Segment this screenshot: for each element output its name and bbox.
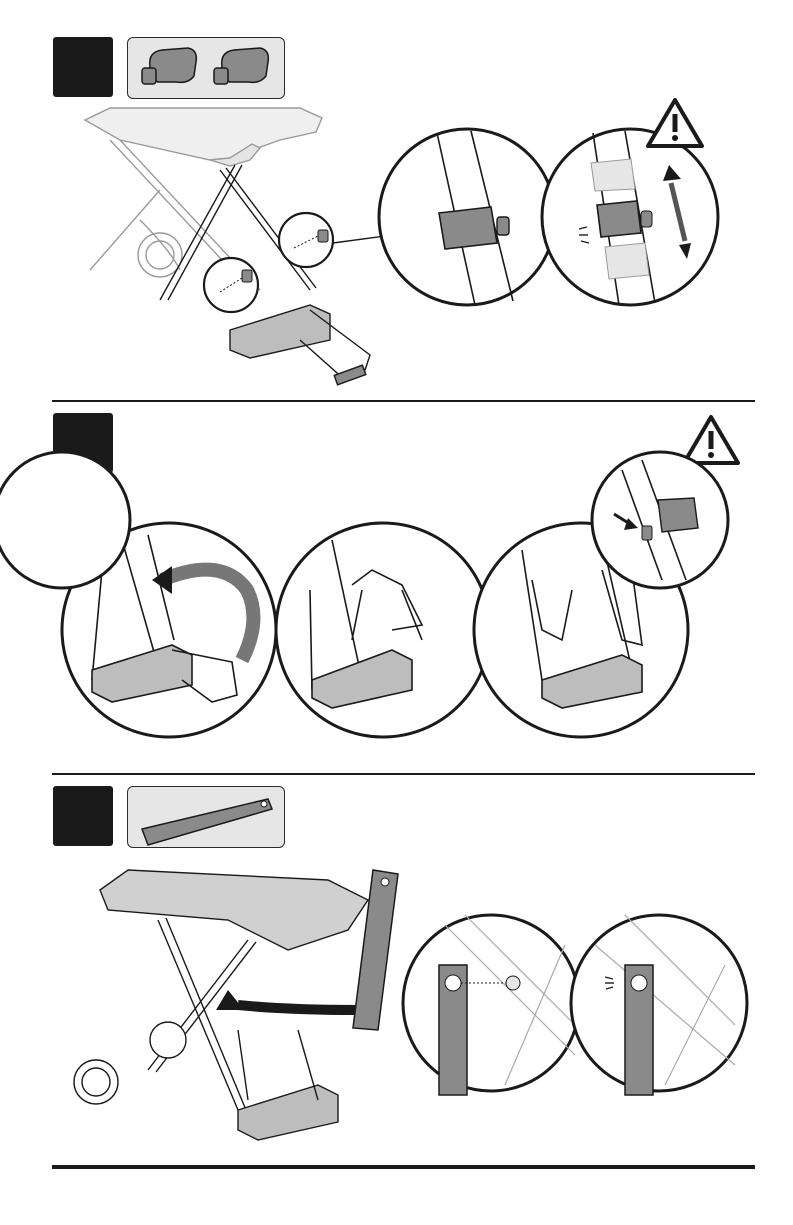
leg-clip-part (214, 48, 268, 84)
warning-triangle-icon (644, 96, 706, 150)
section-divider-1 (52, 400, 755, 402)
support-strap-part (128, 787, 284, 847)
leg-clip-parts-illustration (128, 38, 284, 98)
strap-attach-zoom-illustration (405, 905, 750, 1105)
clip-zoom-illustration (375, 125, 735, 315)
curved-arrow-icon (238, 1005, 358, 1010)
step-3-parts-box (127, 786, 285, 848)
page-bottom-rule (52, 1165, 755, 1169)
step-3-number-box (53, 786, 113, 846)
step-1-parts-box (127, 37, 285, 99)
stand-folded-illustration (80, 100, 400, 400)
section-divider-2 (52, 773, 755, 775)
step-1-number-box (53, 37, 113, 97)
footrest-unfold-illustration (62, 440, 742, 750)
stand-open-illustration (68, 860, 428, 1150)
leg-clip-part (142, 48, 196, 84)
